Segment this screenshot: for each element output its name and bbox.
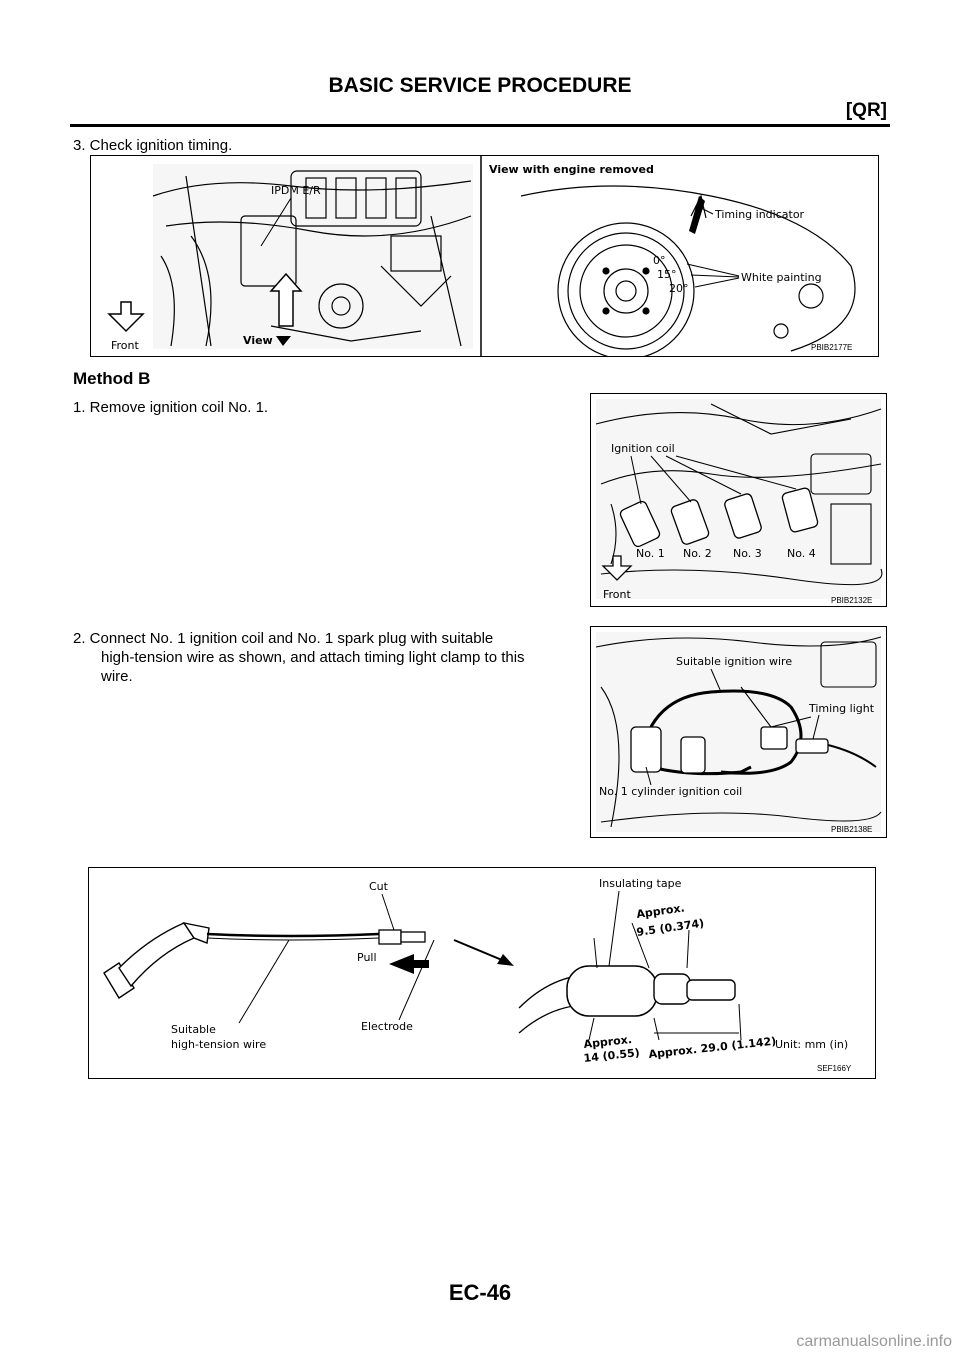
label-view: View (243, 334, 273, 347)
label-deg-15: 15° (657, 268, 677, 281)
label-insulating-tape: Insulating tape (599, 877, 682, 890)
label-pull: Pull (357, 951, 377, 964)
label-no3: No. 3 (733, 547, 762, 560)
label-front: Front (603, 588, 632, 601)
figure-id: SEF166Y (817, 1064, 852, 1073)
step-remove-coil: 1. Remove ignition coil No. 1. (73, 399, 269, 416)
page-title: BASIC SERVICE PROCEDURE (328, 74, 632, 97)
label-no1: No. 1 (636, 547, 665, 560)
label-no4: No. 4 (787, 547, 816, 560)
label-front: Front (111, 339, 140, 352)
figure-timing-indicator-art: IPDM E/R View Front View with engine rem… (107, 156, 856, 356)
label-timing-indicator: Timing indicator (714, 208, 805, 221)
view-arrow-icon (269, 272, 303, 327)
label-ignition-coil: Ignition coil (611, 442, 675, 455)
label-deg-20: 20° (669, 282, 689, 295)
figure-ignition-coils: Ignition coil No. 1 No. 2 No. 3 No. 4 Fr… (590, 393, 887, 607)
front-arrow-icon (601, 555, 633, 581)
label-high-tension: high-tension wire (171, 1038, 266, 1051)
label-ipdm: IPDM E/R (271, 184, 321, 197)
figure-timing-light-art: Suitable ignition wire Timing light No. … (595, 632, 882, 834)
step-check-ignition-timing: 3. Check ignition timing. (73, 137, 233, 154)
label-cut: Cut (369, 880, 389, 893)
step-connect-line-1: 2. Connect No. 1 ignition coil and No. 1… (73, 630, 494, 647)
label-unit: Unit: mm (in) (775, 1038, 848, 1051)
figure-id: PBIB2138E (831, 825, 872, 834)
figure-wire-preparation-art: Cut Pull Electrode Suitable high-tension… (103, 877, 852, 1073)
step-connect-line-2: high-tension wire as shown, and attach t… (101, 649, 525, 666)
figure-wire-preparation: Cut Pull Electrode Suitable high-tension… (88, 867, 876, 1079)
front-arrow-icon (107, 301, 145, 333)
label-approx-b-value: 14 (0.55) (583, 1046, 640, 1065)
step-connect-wire: 2. Connect No. 1 ignition coil and No. 1… (73, 629, 578, 686)
label-no2: No. 2 (683, 547, 712, 560)
view-eye-icon (276, 336, 291, 346)
label-deg-0: 0° (653, 254, 666, 267)
label-approx-a-value: 9.5 (0.374) (636, 917, 705, 939)
label-approx-b: Approx. (583, 1033, 633, 1051)
label-approx-c: Approx. 29.0 (1.142) (648, 1035, 777, 1061)
label-suitable: Suitable (171, 1023, 216, 1036)
watermark-link[interactable]: carmanualsonline.info (796, 1333, 952, 1350)
step-connect-line-3: wire. (101, 668, 133, 685)
figure-timing-light-connection: Suitable ignition wire Timing light No. … (590, 626, 887, 838)
pull-arrow-icon (389, 954, 429, 974)
label-view-engine-removed: View with engine removed (489, 163, 654, 176)
page-code: EC-46 (448, 1280, 512, 1305)
header-rule (70, 124, 890, 127)
label-electrode: Electrode (361, 1020, 413, 1033)
section-tag: [QR] (845, 100, 887, 121)
figure-timing-indicator: IPDM E/R View Front View with engine rem… (90, 155, 879, 357)
label-cylinder-coil: No. 1 cylinder ignition coil (599, 785, 742, 798)
method-b-heading: Method B (73, 369, 151, 388)
figure-id: PBIB2132E (831, 596, 872, 605)
figure-ignition-coils-art: Ignition coil No. 1 No. 2 No. 3 No. 4 Fr… (595, 399, 883, 605)
label-white-painting: White painting (741, 271, 822, 284)
label-suitable-ignition-wire: Suitable ignition wire (676, 655, 792, 668)
figure-id: PBIB2177E (811, 343, 852, 352)
label-approx-a: Approx. (636, 901, 686, 921)
label-timing-light: Timing light (808, 702, 875, 715)
